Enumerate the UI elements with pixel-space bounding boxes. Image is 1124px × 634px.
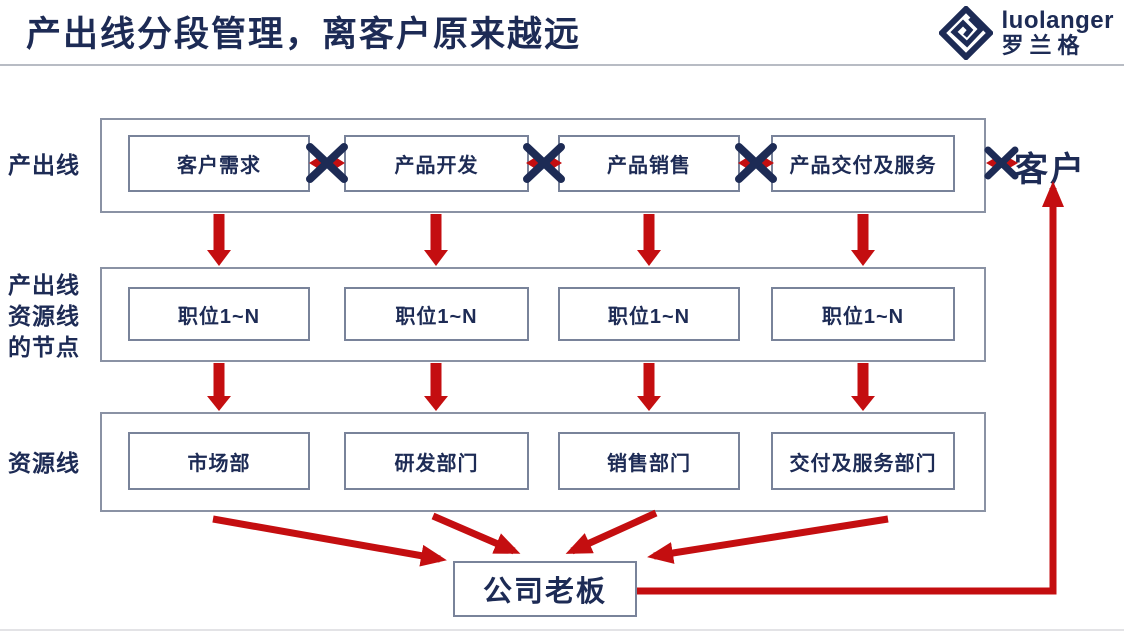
label-resource-line: 资源线: [8, 450, 80, 476]
box-product-sales: 产品销售: [558, 135, 740, 192]
box-customer-needs: 客户需求: [128, 135, 310, 192]
boss-box: 公司老板: [453, 561, 637, 617]
label-output-line-resource-nodes: 产出线 资源线 的节点: [8, 272, 80, 360]
header-divider: [0, 64, 1124, 66]
box-sales-dept: 销售部门: [558, 432, 740, 490]
label-output-line: 产出线: [8, 152, 80, 178]
box-delivery-service-dept: 交付及服务部门: [771, 432, 955, 490]
footer-divider: [0, 629, 1124, 631]
box-rd-dept: 研发部门: [344, 432, 529, 490]
box-position-3: 职位1~N: [558, 287, 740, 341]
logo-name: luolanger: [1001, 7, 1114, 34]
boss-to-customer-arrow: [637, 181, 1064, 595]
down-arrows-row1: [207, 214, 875, 266]
down-arrows-row2: [207, 363, 875, 411]
customer-label: 客户: [1014, 151, 1086, 189]
logo-cn-name: 罗兰格: [1001, 33, 1086, 58]
logo: luolanger 罗兰格: [939, 6, 1114, 60]
box-position-4: 职位1~N: [771, 287, 955, 341]
page-title: 产出线分段管理，离客户原来越远: [26, 15, 582, 54]
box-product-development: 产品开发: [344, 135, 529, 192]
box-position-1: 职位1~N: [128, 287, 310, 341]
luolanger-logo-icon: [939, 6, 994, 60]
box-product-delivery-service: 产品交付及服务: [771, 135, 955, 192]
box-position-2: 职位1~N: [344, 287, 529, 341]
converging-arrows: [212, 509, 889, 567]
box-marketing-dept: 市场部: [128, 432, 310, 490]
